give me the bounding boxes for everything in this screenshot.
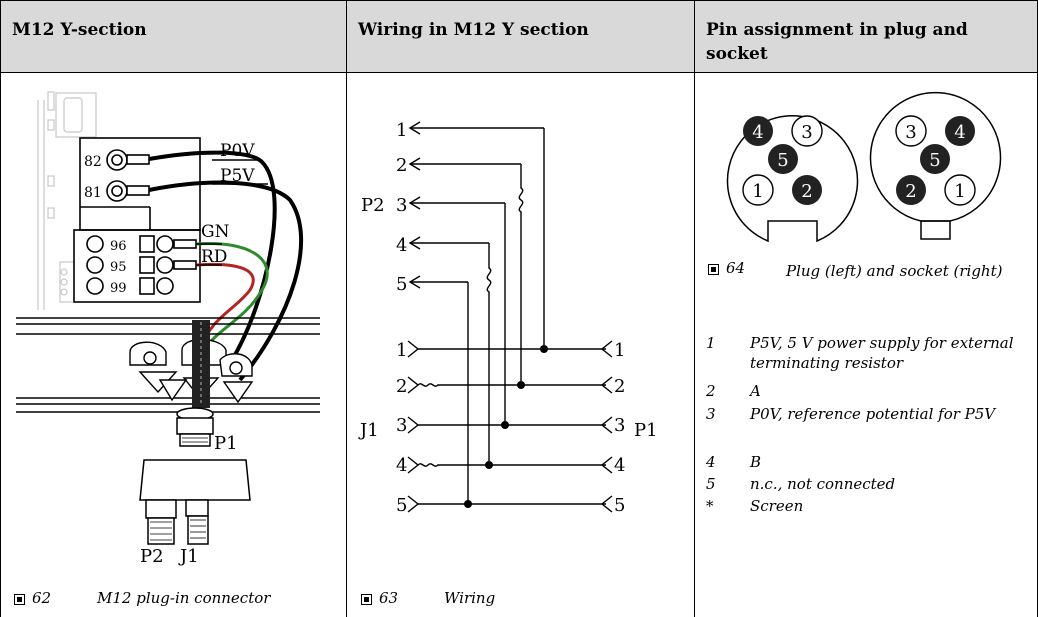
legend-num: * — [706, 497, 714, 515]
figure-62-number: 62 — [32, 589, 52, 607]
plug-pin-2: 2 — [801, 181, 812, 202]
pin-assignment-figure: 4 3 5 1 2 3 4 5 2 1 — [726, 91, 1002, 243]
socket-face: 3 4 5 2 1 — [869, 91, 1002, 240]
legend-num: 1 — [706, 334, 716, 352]
plug-face: 4 3 5 1 2 — [726, 115, 859, 243]
table-top-border — [0, 0, 1038, 1]
p5v-label: P5V — [220, 166, 255, 186]
p2-group-label: P2 — [361, 195, 385, 216]
figure-63-caption: Wiring — [444, 589, 496, 607]
header-m12-y-section: M12 Y-section — [12, 20, 147, 40]
legend-num: 3 — [706, 405, 716, 423]
socket-pin-4: 4 — [954, 122, 965, 143]
socket-pin-2: 2 — [905, 181, 916, 202]
figure-icon — [14, 594, 25, 605]
top-pin-2: 2 — [396, 155, 407, 176]
left-pin-4: 4 — [396, 455, 407, 476]
terminal-81-label: 81 — [84, 185, 102, 201]
socket-pin-1: 1 — [954, 181, 965, 202]
figure-62-caption: M12 plug-in connector — [97, 589, 271, 607]
terminal-82-label: 82 — [84, 154, 102, 170]
plug-pin-1: 1 — [752, 181, 763, 202]
socket-pin-3: 3 — [905, 122, 916, 143]
legend-num: 4 — [706, 453, 716, 471]
j1-label: J1 — [178, 546, 199, 567]
right-pin-4: 4 — [614, 455, 625, 476]
figure-icon — [708, 264, 719, 275]
gn-label: GN — [201, 222, 230, 242]
figure-64-number: 64 — [726, 259, 746, 277]
table-left-border — [0, 0, 1, 617]
top-pin-4: 4 — [396, 235, 407, 256]
legend-text: B — [750, 453, 762, 471]
p2-label: P2 — [140, 546, 164, 567]
left-pin-2: 2 — [396, 376, 407, 397]
plug-pin-4: 4 — [752, 122, 763, 143]
plug-pin-5: 5 — [777, 150, 788, 171]
legend-num: 5 — [706, 475, 716, 493]
terminal-99-label: 99 — [110, 281, 127, 296]
m12-y-section-figure: 82 81 P0V P5V 96 95 99 GN RD — [16, 91, 320, 567]
right-pin-1: 1 — [614, 340, 625, 361]
right-pin-5: 5 — [614, 495, 625, 516]
top-pin-3: 3 — [396, 195, 407, 216]
right-pin-3: 3 — [614, 415, 625, 436]
header-bottom-border — [0, 72, 1038, 73]
legend-text: n.c., not connected — [750, 475, 896, 493]
socket-pin-5: 5 — [929, 150, 940, 171]
p1-label: P1 — [214, 433, 238, 454]
header-cell-m12-y-section: M12 Y-section — [0, 0, 346, 72]
legend-text: P0V, reference potential for P5V — [750, 405, 996, 423]
legend-text: Screen — [750, 497, 804, 515]
figure-64-caption: Plug (left) and socket (right) — [786, 262, 1003, 280]
top-pin-5: 5 — [396, 274, 407, 295]
j1-group-label: J1 — [358, 420, 379, 441]
header-pin-assignment: Pin assignment in plug and socket — [706, 20, 968, 64]
legend-text: P5V, 5 V power supply for external termi… — [750, 334, 1014, 372]
figure-icon — [361, 594, 372, 605]
p0v-label: P0V — [220, 141, 255, 161]
figure-63-number: 63 — [379, 589, 399, 607]
left-pin-5: 5 — [396, 495, 407, 516]
p1-group-label: P1 — [634, 420, 658, 441]
header-cell-pin-assignment: Pin assignment in plug and socket — [694, 0, 1038, 72]
top-pin-1: 1 — [396, 120, 407, 141]
right-pin-2: 2 — [614, 376, 625, 397]
left-pin-1: 1 — [396, 340, 407, 361]
legend-text: A — [750, 382, 761, 400]
plug-pin-3: 3 — [801, 122, 812, 143]
column-divider-2 — [694, 0, 695, 617]
wiring-diagram: 1 2 3 4 5 P2 1 2 3 4 5 J1 1 2 3 4 5 P1 — [358, 120, 658, 516]
legend-num: 2 — [706, 382, 716, 400]
terminal-96-label: 96 — [110, 239, 127, 254]
column-divider-1 — [346, 0, 347, 617]
rd-label: RD — [201, 247, 227, 267]
terminal-95-label: 95 — [110, 260, 127, 275]
header-wiring: Wiring in M12 Y section — [358, 20, 589, 40]
header-cell-wiring: Wiring in M12 Y section — [346, 0, 694, 72]
left-pin-3: 3 — [396, 415, 407, 436]
